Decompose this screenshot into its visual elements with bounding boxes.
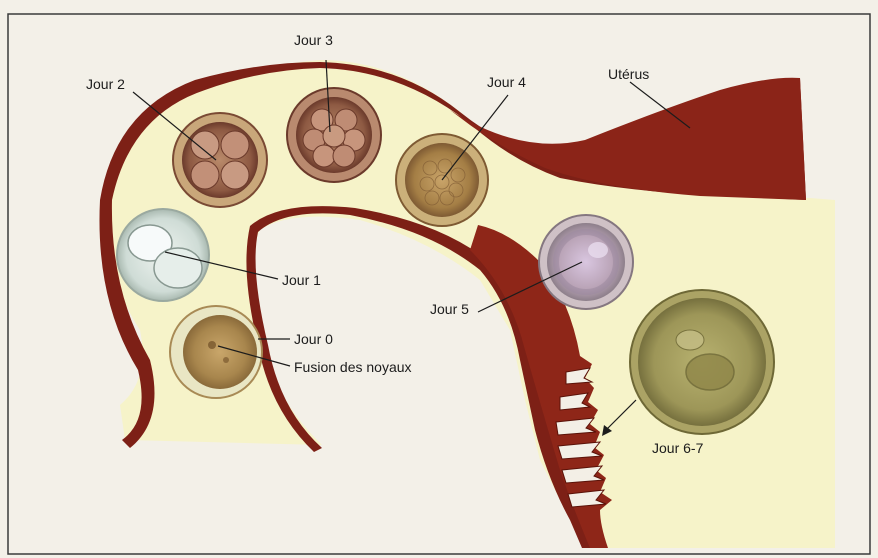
label-uterus: Utérus [608,66,649,82]
label-jour0: Jour 0 [294,331,333,347]
label-jour1: Jour 1 [282,272,321,288]
cell-day1 [117,209,209,301]
label-jour3: Jour 3 [294,32,333,48]
label-jour67: Jour 6-7 [652,440,703,456]
label-jour4: Jour 4 [487,74,526,90]
label-jour5: Jour 5 [430,301,469,317]
label-jour2: Jour 2 [86,76,125,92]
cell-day0 [170,306,262,398]
cell-day5 [539,215,633,309]
cell-day2 [173,113,267,207]
cell-day3 [287,88,381,182]
cell-day6-7 [630,290,774,434]
label-fusion: Fusion des noyaux [294,359,412,375]
